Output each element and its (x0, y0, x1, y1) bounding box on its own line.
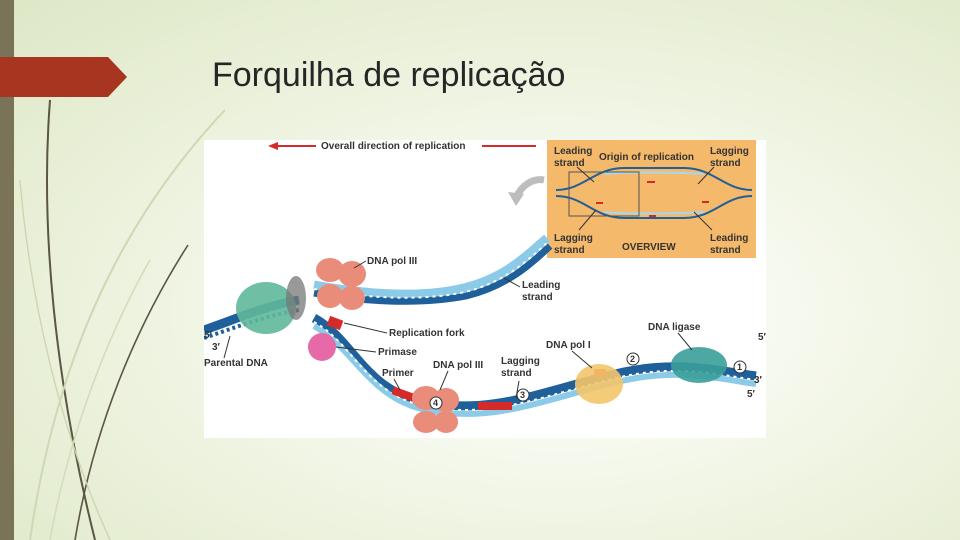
label-parental-dna: Parental DNA (204, 358, 268, 369)
end-3-prime-right: 3′ (754, 375, 763, 386)
dna-pol-i-enzyme (575, 364, 623, 404)
label-primer: Primer (382, 368, 414, 379)
left-accent-bar (0, 0, 14, 540)
label-dna-pol-iii-top: DNA pol III (367, 256, 417, 267)
primer-1 (391, 386, 415, 402)
end-5-prime-left: 5′ (204, 330, 213, 341)
overview-title: OVERVIEW (622, 242, 676, 253)
step-4-marker: 4 (429, 396, 443, 410)
step-3-marker: 3 (516, 388, 530, 402)
direction-arrow (268, 142, 536, 150)
label-primase: Primase (378, 347, 417, 358)
top-clamp (286, 276, 306, 320)
overview-origin-label: Origin of replication (599, 152, 694, 163)
svg-text:1: 1 (737, 362, 742, 372)
dna-pol-iii-top-enzyme (316, 258, 366, 310)
step-2-marker: 2 (626, 352, 640, 366)
label-dna-ligase: DNA ligase (648, 322, 701, 333)
primer-2 (478, 402, 512, 410)
svg-text:2: 2 (630, 354, 635, 364)
slide-title: Forquilha de replicação (212, 56, 566, 94)
title-arrow-marker (0, 57, 127, 97)
end-5-prime-right: 5′ (747, 389, 756, 400)
label-replication-fork: Replication fork (389, 328, 465, 339)
decorative-lines (19, 99, 226, 540)
step-1-marker: 1 (733, 360, 747, 374)
overview-inset (547, 140, 756, 258)
helicase-enzyme (236, 282, 296, 334)
svg-text:4: 4 (433, 398, 438, 408)
label-dna-pol-i: DNA pol I (546, 340, 591, 351)
svg-text:3: 3 (520, 390, 525, 400)
end-5-prime-top-right: 5′ (758, 332, 766, 343)
primer-fork (326, 315, 344, 331)
replication-fork-figure: Overall direction of replication Leading… (204, 140, 766, 438)
dna-ligase-enzyme (671, 347, 727, 383)
direction-label: Overall direction of replication (321, 141, 465, 152)
label-dna-pol-iii-bottom: DNA pol III (433, 360, 483, 371)
end-3-prime-left: 3′ (212, 342, 221, 353)
primase-enzyme (308, 333, 336, 361)
